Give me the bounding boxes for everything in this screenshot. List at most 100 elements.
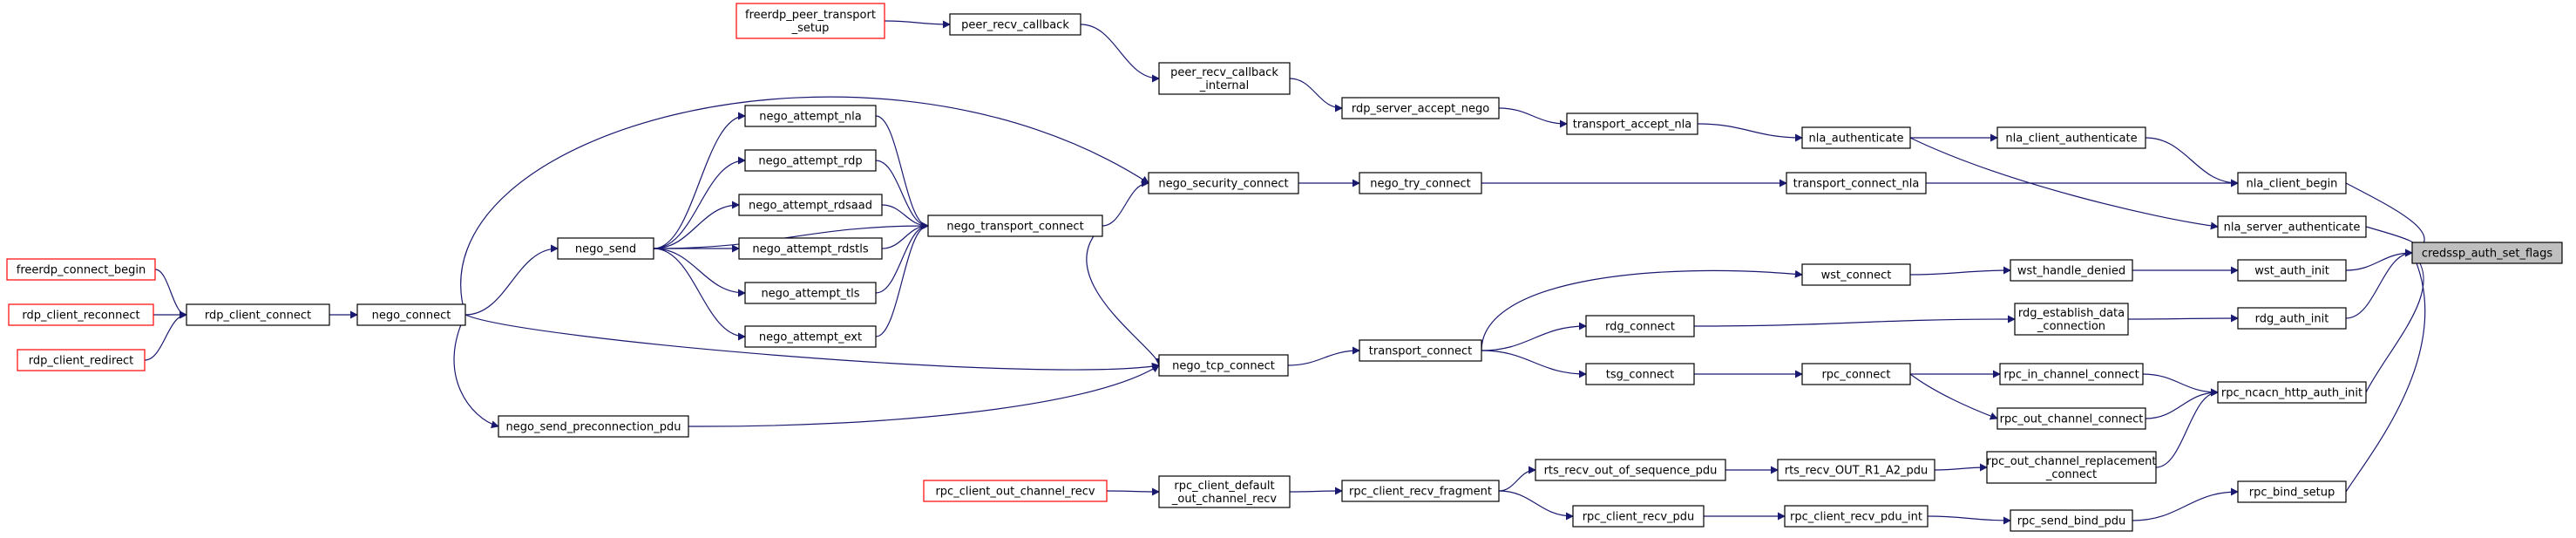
edge-arrow [1909,137,2219,230]
edge-arrow [2145,388,2219,419]
node-label: transport_connect [1369,345,1472,358]
node-credssp_auth_set_flags[interactable]: credssp_auth_set_flags [2411,242,2563,264]
edge-arrow [1481,322,1587,351]
node-nego_connect[interactable]: nego_connect [356,303,466,326]
node-rpc_ncacn_http_auth_init[interactable]: rpc_ncacn_http_auth_init [2217,381,2367,404]
node-rdg_connect[interactable]: rdg_connect [1585,315,1695,337]
node-label: rpc_client_out_channel_recv [935,486,1095,499]
node-box [2411,242,2563,264]
edge-arrow [1927,515,2011,525]
node-label: wst_connect [1821,269,1892,283]
node-rdp_server_accept_nego[interactable]: rdp_server_accept_nego [1341,97,1500,119]
node-box [6,258,156,281]
edge-nla_server_authenticate-to-credssp_auth_set_flags [2365,226,2421,254]
node-nego_attempt_rdp[interactable]: nego_attempt_rdp [744,149,877,172]
node-label: rpc_client_recv_pdu [1583,511,1695,524]
node-wst_connect[interactable]: wst_connect [1801,263,1911,286]
node-box [736,3,885,39]
node-rpc_client_recv_pdu_int[interactable]: rpc_client_recv_pdu_int [1784,505,1929,528]
node-label: nego_transport_connect [946,221,1083,234]
node-rpc_client_default_out_channel_recv[interactable]: rpc_client_default_out_channel_recv [1158,475,1291,508]
node-nego_send[interactable]: nego_send [557,237,654,260]
node-nego_send_preconnection_pdu[interactable]: nego_send_preconnection_pdu [498,415,689,438]
edge-nla_client_authenticate-to-nla_client_begin [2145,137,2239,187]
node-box [1801,263,1911,286]
node-rpc_out_channel_replacement_connect[interactable]: rpc_out_channel_replacement_connect [1986,451,2157,484]
node-box [356,303,466,326]
edge-arrow [2365,226,2421,254]
node-nla_client_authenticate[interactable]: nla_client_authenticate [1996,126,2146,149]
node-rpc_bind_setup[interactable]: rpc_bind_setup [2237,480,2347,503]
node-freerdp_peer_transport_setup[interactable]: freerdp_peer_transport_setup [736,3,885,39]
edge-nla_authenticate-to-nla_server_authenticate [1909,137,2219,230]
node-rdg_auth_init[interactable]: rdg_auth_init [2237,307,2347,330]
edges-layer [144,20,2426,525]
node-rpc_client_out_channel_recv[interactable]: rpc_client_out_channel_recv [923,480,1108,502]
edge-arrow [653,156,746,249]
node-label: rdp_client_redirect [29,355,134,368]
node-rdp_client_redirect[interactable]: rdp_client_redirect [17,349,146,371]
edge-rdp_client_redirect-to-rdp_client_connect [144,310,187,361]
edge-rpc_client_default_out_channel_recv-to-rpc_client_recv_fragment [1289,487,1343,495]
node-nla_authenticate[interactable]: nla_authenticate [1801,126,1911,149]
node-box [1341,480,1500,502]
edge-arrow [2132,487,2239,521]
node-rpc_client_recv_pdu[interactable]: rpc_client_recv_pdu [1572,505,1705,528]
node-label: rpc_send_bind_pdu [2017,515,2126,528]
node-rpc_connect[interactable]: rpc_connect [1801,363,1911,385]
node-peer_recv_callback[interactable]: peer_recv_callback [949,13,1081,36]
node-box [186,303,330,326]
node-transport_accept_nla[interactable]: transport_accept_nla [1566,112,1698,135]
node-rpc_in_channel_connect[interactable]: rpc_in_channel_connect [1999,363,2144,385]
edge-peer_recv_callback_internal-to-rdp_server_accept_nego [1289,78,1343,112]
node-nego_transport_connect[interactable]: nego_transport_connect [927,215,1103,237]
node-label: rdp_client_connect [205,310,311,323]
node-nego_attempt_nla[interactable]: nego_attempt_nla [744,105,877,127]
node-box [923,480,1108,502]
node-box [738,237,883,260]
node-box [1148,172,1299,194]
node-peer_recv_callback_internal[interactable]: peer_recv_callback_internal [1158,62,1291,95]
edge-nego_connect-to-nego_tcp_connect [464,314,1160,371]
node-rts_recv_out_of_sequence_pdu[interactable]: rts_recv_out_of_sequence_pdu [1535,459,1726,481]
node-freerdp_connect_begin[interactable]: freerdp_connect_begin [6,258,156,281]
node-label: nla_server_authenticate [2224,221,2361,235]
node-nego_security_connect[interactable]: nego_security_connect [1148,172,1299,194]
edge-nego_send-to-nego_attempt_nla [653,112,746,249]
node-wst_handle_denied[interactable]: wst_handle_denied [2010,259,2133,282]
node-nla_server_authenticate[interactable]: nla_server_authenticate [2217,215,2367,238]
node-nla_client_begin[interactable]: nla_client_begin [2237,172,2347,194]
node-rdp_client_reconnect[interactable]: rdp_client_reconnect [8,303,154,326]
node-transport_connect[interactable]: transport_connect [1359,339,1482,362]
edge-transport_connect-to-rdg_connect [1481,322,1587,351]
node-label: rpc_in_channel_connect [2003,369,2139,382]
node-tsg_connect[interactable]: tsg_connect [1585,363,1695,385]
node-nego_try_connect[interactable]: nego_try_connect [1359,172,1482,194]
node-nego_tcp_connect[interactable]: nego_tcp_connect [1158,354,1289,377]
node-rdg_establish_data_connection[interactable]: rdg_establish_data_connection [2014,303,2129,336]
node-rpc_out_channel_connect[interactable]: rpc_out_channel_connect [1996,407,2146,430]
node-rts_recv_OUT_R1_A2_pdu[interactable]: rts_recv_OUT_R1_A2_pdu [1777,459,1935,481]
edge-arrow [875,160,929,230]
node-rdp_client_connect[interactable]: rdp_client_connect [186,303,330,326]
node-box [1585,315,1695,337]
node-label: rpc_client_default [1174,480,1274,493]
node-nego_attempt_ext[interactable]: nego_attempt_ext [744,325,877,348]
edge-rdg_establish_data_connection-to-rdg_auth_init [2127,314,2239,323]
node-rpc_client_recv_fragment[interactable]: rpc_client_recv_fragment [1341,480,1500,502]
node-transport_connect_nla[interactable]: transport_connect_nla [1786,172,1927,194]
node-label: peer_recv_callback [961,19,1069,32]
node-label: nego_security_connect [1158,178,1288,191]
node-nego_attempt_rdstls[interactable]: nego_attempt_rdstls [738,237,883,260]
edge-arrow [1909,266,2011,276]
node-nego_attempt_rdsaad[interactable]: nego_attempt_rdsaad [738,194,883,216]
node-wst_auth_init[interactable]: wst_auth_init [2237,259,2347,282]
node-label: nego_try_connect [1370,178,1470,191]
node-nego_attempt_tls[interactable]: nego_attempt_tls [744,282,877,304]
edge-arrow [1498,466,1536,492]
edge-arrow [875,221,929,337]
node-label: nego_tcp_connect [1172,360,1275,373]
node-rpc_send_bind_pdu[interactable]: rpc_send_bind_pdu [2010,509,2133,532]
node-label: _internal [1199,79,1249,92]
node-label: rpc_ncacn_http_auth_init [2221,387,2362,400]
